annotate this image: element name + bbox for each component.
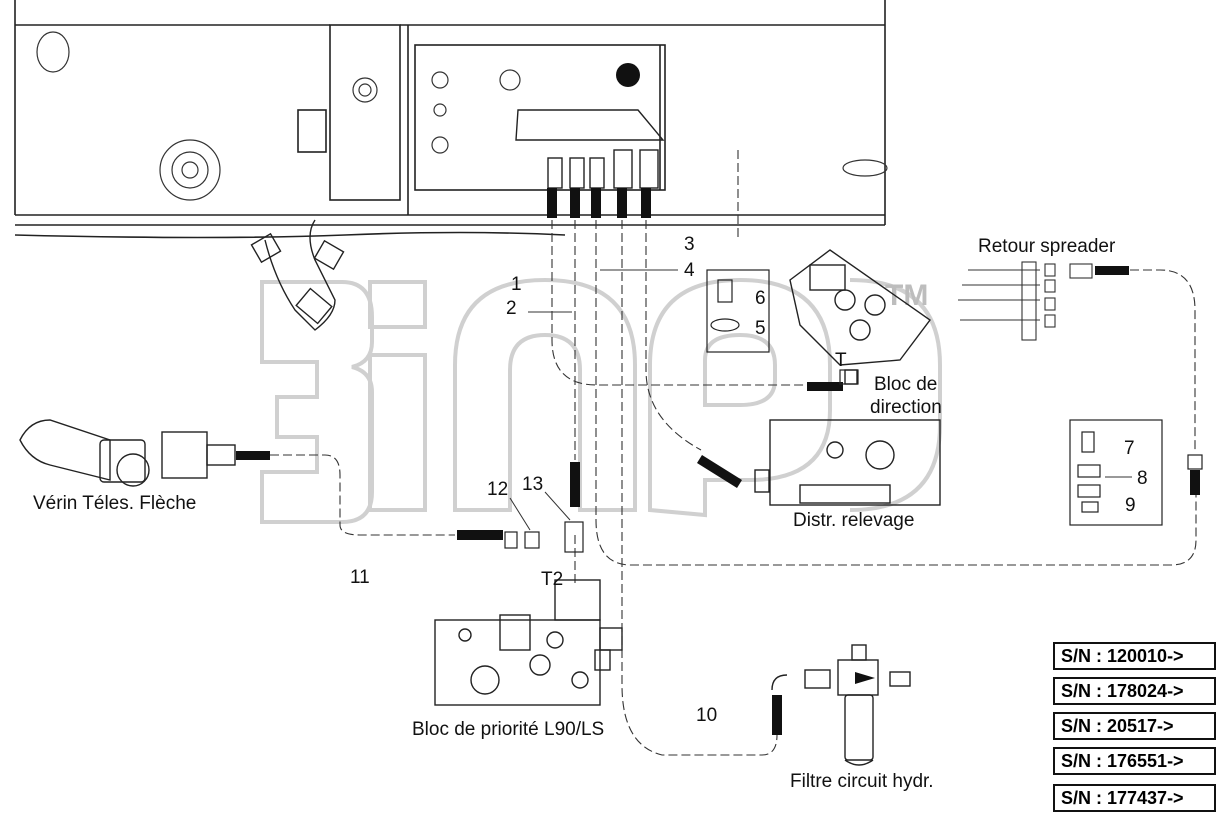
callout-11: 11 bbox=[350, 567, 370, 588]
spreader-fittings bbox=[958, 261, 1093, 341]
bloc-priorite-valve bbox=[434, 579, 623, 706]
leader-lines bbox=[509, 269, 1132, 531]
callout-3: 3 bbox=[684, 234, 695, 255]
serial-number-2: S/N : 178024-> bbox=[1053, 677, 1216, 705]
label-bloc-direction-line2: direction bbox=[870, 397, 942, 418]
serial-number-5: S/N : 177437-> bbox=[1053, 784, 1216, 812]
bloc-direction-valve bbox=[789, 249, 931, 385]
label-verin: Vérin Téles. Flèche bbox=[33, 493, 196, 514]
callout-6: 6 bbox=[755, 288, 766, 309]
top-hose-ends bbox=[547, 188, 651, 218]
frame-plug bbox=[616, 63, 640, 87]
callout-4: 4 bbox=[684, 260, 695, 281]
callout-7: 7 bbox=[1124, 438, 1135, 459]
callout-8: 8 bbox=[1137, 468, 1148, 489]
filter-assembly bbox=[771, 644, 911, 766]
label-port-t: T bbox=[835, 350, 847, 371]
kit-box-7-8-9 bbox=[1069, 419, 1163, 526]
label-distr-relevage: Distr. relevage bbox=[793, 510, 914, 531]
watermark bbox=[260, 277, 942, 524]
frame-elbows bbox=[250, 219, 345, 331]
serial-number-3: S/N : 20517-> bbox=[1053, 712, 1216, 740]
distr-relevage-valve bbox=[754, 419, 941, 506]
label-filtre: Filtre circuit hydr. bbox=[790, 771, 934, 792]
filter-flow-arrow bbox=[855, 672, 875, 684]
callout-1: 1 bbox=[511, 274, 522, 295]
label-port-t2: T2 bbox=[541, 569, 563, 590]
frame-rivets bbox=[36, 31, 888, 201]
callout-12: 12 bbox=[487, 479, 508, 500]
hose-segments bbox=[236, 266, 1200, 735]
callout-5: 5 bbox=[755, 318, 766, 339]
watermark-mark: TM bbox=[885, 279, 928, 312]
top-manifold bbox=[515, 109, 665, 189]
serial-number-1: S/N : 120010-> bbox=[1053, 642, 1216, 670]
misc-fittings bbox=[504, 369, 1203, 553]
hydraulic-lines bbox=[270, 150, 1197, 756]
label-bloc-direction-line1: Bloc de bbox=[874, 374, 937, 395]
callout-13: 13 bbox=[522, 474, 543, 495]
callout-10: 10 bbox=[696, 705, 717, 726]
verin-cylinder bbox=[19, 419, 236, 487]
callout-9: 9 bbox=[1125, 495, 1136, 516]
serial-number-4: S/N : 176551-> bbox=[1053, 747, 1216, 775]
label-bloc-priorite: Bloc de priorité L90/LS bbox=[412, 719, 604, 740]
label-retour-spreader: Retour spreader bbox=[978, 236, 1116, 257]
kit-box-5-6 bbox=[706, 269, 770, 353]
chassis-frame bbox=[14, 0, 886, 239]
callout-2: 2 bbox=[506, 298, 517, 319]
